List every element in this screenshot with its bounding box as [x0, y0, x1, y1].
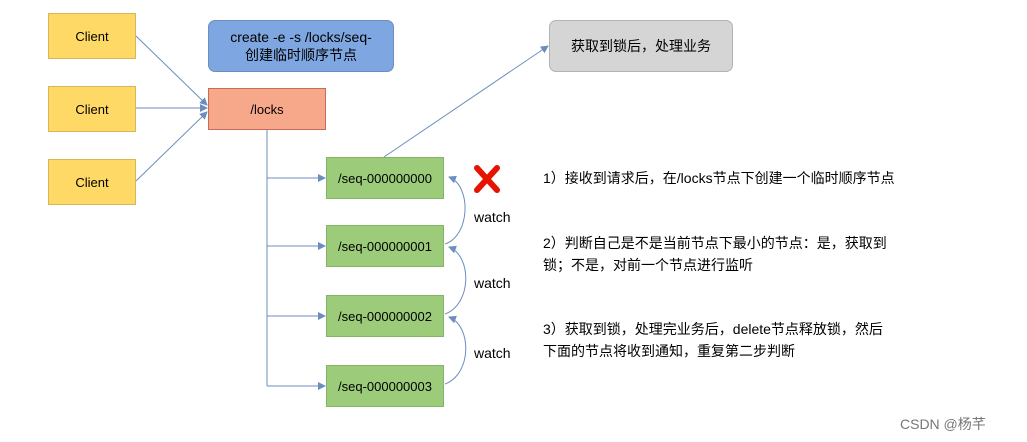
client-box-2: Client — [48, 86, 136, 132]
red-cross-icon — [474, 165, 500, 193]
seq-node-3: /seq-000000003 — [326, 365, 444, 407]
seq-node-2: /seq-000000002 — [326, 295, 444, 337]
watch-curve-3 — [444, 315, 467, 385]
watch-label-3: watch — [474, 345, 511, 361]
result-box: 获取到锁后，处理业务 — [549, 20, 733, 72]
client-box-3: Client — [48, 159, 136, 205]
watch-curve-2 — [444, 245, 467, 315]
create-command-box: create -e -s /locks/seq- 创建临时顺序节点 — [208, 20, 394, 72]
step-3-line-1: 3）获取到锁，处理完业务后，delete节点释放锁，然后 — [543, 321, 883, 337]
client1-arrow — [135, 35, 208, 106]
locks-node: /locks — [208, 88, 326, 130]
watch-label-2: watch — [474, 275, 511, 291]
result-arrow — [383, 45, 549, 158]
command-line-1: create -e -s /locks/seq- — [230, 29, 372, 45]
watch-curve-1 — [444, 175, 466, 245]
client3-arrow — [135, 111, 208, 182]
step-2-text: 2）判断自己是不是当前节点下最小的节点：是，获取到 锁；不是，对前一个节点进行监… — [543, 232, 887, 276]
command-line-2: 创建临时顺序节点 — [245, 47, 357, 63]
watch-label-1: watch — [474, 209, 511, 225]
client-box-1: Client — [48, 13, 136, 59]
step-2-line-2: 锁；不是，对前一个节点进行监听 — [543, 257, 753, 273]
step-3-text: 3）获取到锁，处理完业务后，delete节点释放锁，然后 下面的节点将收到通知，… — [543, 318, 883, 362]
seq-node-1: /seq-000000001 — [326, 225, 444, 267]
seq-node-0: /seq-000000000 — [326, 157, 444, 199]
watermark: CSDN @杨芊 — [900, 416, 986, 432]
step-2-line-1: 2）判断自己是不是当前节点下最小的节点：是，获取到 — [543, 235, 887, 251]
step-1-text: 1）接收到请求后，在/locks节点下创建一个临时顺序节点 — [543, 170, 895, 186]
step-3-line-2: 下面的节点将收到通知，重复第二步判断 — [543, 343, 795, 359]
